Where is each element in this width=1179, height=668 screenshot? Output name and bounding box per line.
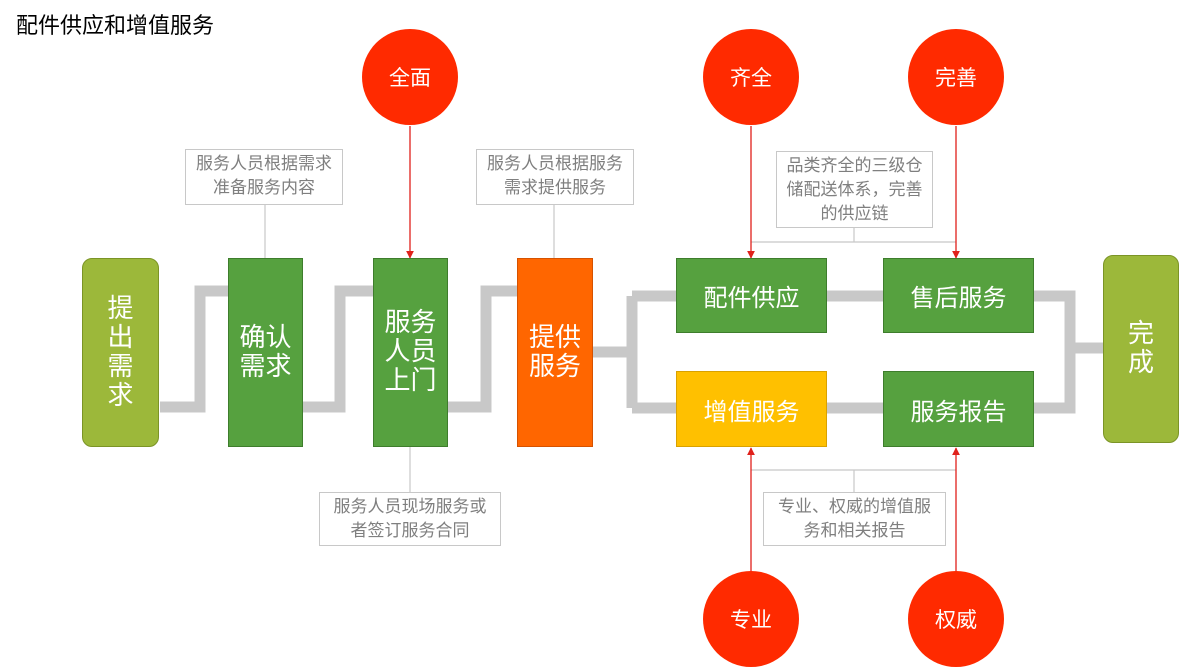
- note-leader-supply: [751, 228, 956, 243]
- page-title: 配件供应和增值服务: [16, 14, 215, 39]
- circle-comprehensive: 全面: [362, 29, 458, 125]
- flow-connector-visit-provide: [448, 285, 517, 413]
- flow-connector-report-done: [1034, 348, 1076, 414]
- flow-connector-confirm-visit: [303, 285, 373, 413]
- flow-connector-request-confirm: [160, 285, 228, 413]
- branch-service-report: 服务报告: [883, 371, 1034, 447]
- note-provide: 服务人员根据服务需求提供服务: [476, 149, 634, 205]
- step-confirm: 确认需求: [228, 258, 303, 447]
- step-provide: 提供服务: [517, 258, 593, 447]
- circle-perfect: 完善: [908, 29, 1004, 125]
- step-visit: 服务人员上门: [373, 258, 448, 447]
- flow-connector-aftersales-done: [1034, 290, 1076, 348]
- note-visit: 服务人员现场服务或者签订服务合同: [319, 492, 501, 546]
- note-leader-report: [751, 469, 956, 492]
- branch-value-added: 增值服务: [676, 371, 827, 447]
- circle-authoritative: 权威: [908, 571, 1004, 667]
- note-supply: 品类齐全的三级仓储配送体系，完善的供应链: [776, 151, 933, 228]
- step-request: 提出需求: [82, 258, 159, 447]
- circle-complete: 齐全: [703, 29, 799, 125]
- branch-after-sales: 售后服务: [883, 258, 1034, 333]
- note-report: 专业、权威的增值服务和相关报告: [763, 492, 946, 546]
- note-confirm: 服务人员根据需求准备服务内容: [185, 149, 343, 205]
- step-done: 完成: [1103, 255, 1179, 443]
- circle-professional: 专业: [703, 571, 799, 667]
- branch-parts-supply: 配件供应: [676, 258, 827, 333]
